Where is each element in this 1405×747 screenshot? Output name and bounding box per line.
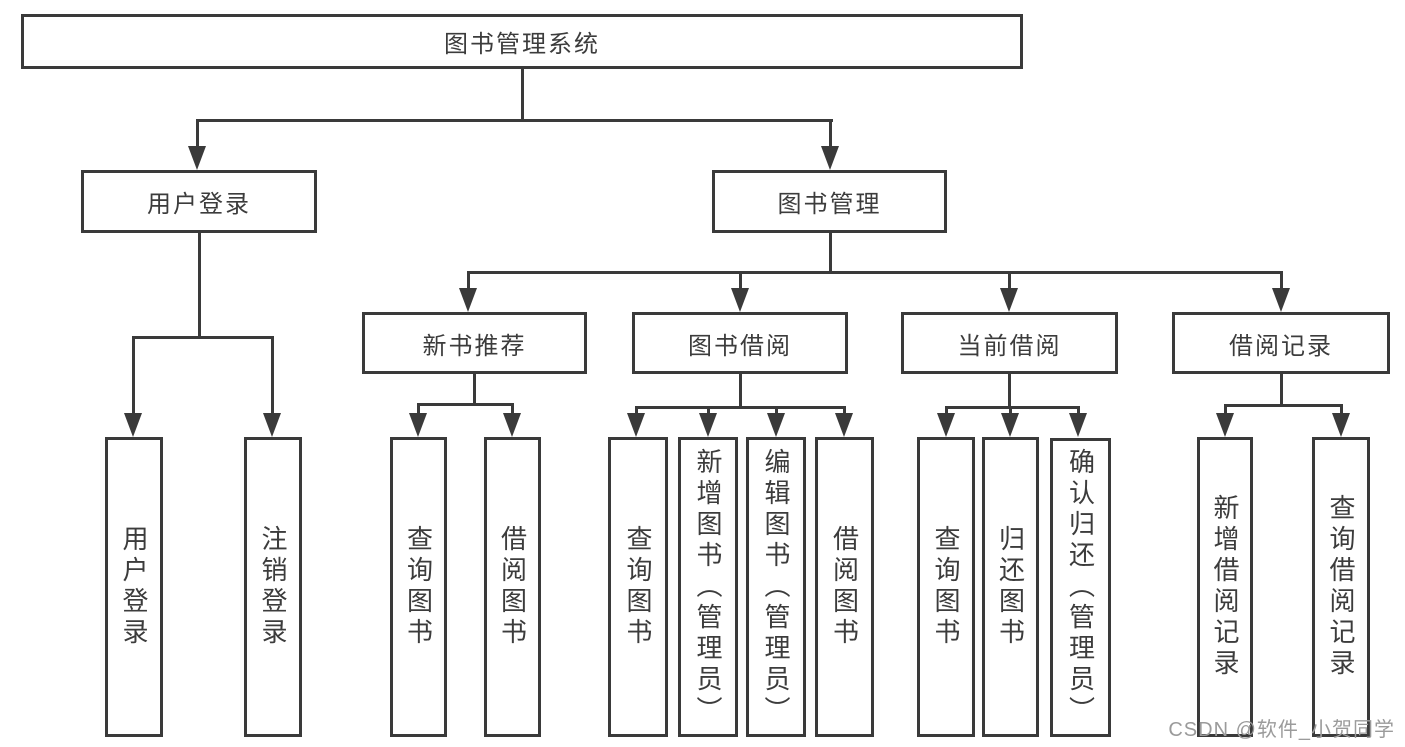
node-borrow-records-label: 借阅记录 [1229,332,1333,360]
arrowhead [627,413,645,437]
arrowhead [731,288,749,312]
connector-borrow-trunk [739,373,742,406]
leaf-label: 编辑图书（管理员） [761,447,791,727]
leaf-add-borrow-record: 新增借阅记录 [1197,437,1253,737]
node-book-borrow: 图书借阅 [632,312,848,374]
leaf-logout: 注销登录 [244,437,302,737]
leaf-label: 新增借阅记录 [1210,494,1240,680]
arrowhead [263,413,281,437]
arrowhead [1216,413,1234,437]
leaf-label: 查询图书 [403,525,434,649]
connector-bookmgmt-trunk [829,233,832,271]
connector-records-branch [1224,404,1343,407]
node-user-login-label: 用户登录 [147,191,251,218]
leaf-borrow-books-recommend: 借阅图书 [484,437,541,737]
leaf-label: 查询图书 [623,525,653,649]
leaf-label: 用户登录 [119,525,149,649]
leaf-add-books-admin: 新增图书（管理员） [678,437,738,737]
leaf-query-books-borrow: 查询图书 [608,437,668,737]
connector-newbook-trunk [473,373,476,403]
leaf-label: 新增图书（管理员） [693,447,723,727]
arrowhead [1000,288,1018,312]
arrowhead [767,413,785,437]
node-user-login: 用户登录 [81,170,317,233]
leaf-query-books-current: 查询图书 [917,437,975,737]
arrowhead [1069,413,1087,437]
leaf-query-borrow-record: 查询借阅记录 [1312,437,1370,737]
connector-borrow-branch [635,406,846,409]
connector-bookmgmt-branch [467,271,1283,274]
csdn-watermark: CSDN @软件_小贺同学 [1168,719,1395,741]
leaf-edit-books-admin: 编辑图书（管理员） [746,437,806,737]
node-book-borrow-label: 图书借阅 [688,332,792,360]
leaf-borrow-books: 借阅图书 [815,437,874,737]
arrowhead [835,413,853,437]
connector-userlogin-branch [132,336,274,339]
node-current-borrow: 当前借阅 [901,312,1118,374]
arrowhead [409,413,427,437]
arrowhead [937,413,955,437]
connector-current-branch [945,406,1080,409]
leaf-label: 查询图书 [931,525,961,649]
node-book-management: 图书管理 [712,170,947,233]
node-root: 图书管理系统 [21,14,1023,69]
leaf-label: 查询借阅记录 [1326,494,1356,680]
node-new-book-recommend-label: 新书推荐 [422,332,527,360]
node-new-book-recommend: 新书推荐 [362,312,587,374]
connector-stem [196,119,199,164]
connector-records-trunk [1280,373,1283,404]
leaf-user-login: 用户登录 [105,437,163,737]
leaf-label: 借阅图书 [497,525,528,649]
connector-stem [271,336,274,431]
connector-newbook-branch [417,403,514,406]
arrowhead [459,288,477,312]
arrowhead [503,413,521,437]
node-root-label: 图书管理系统 [444,31,600,58]
connector-stem [132,336,135,431]
connector-userlogin-trunk [198,233,201,336]
leaf-confirm-return-admin: 确认归还（管理员） [1050,438,1111,737]
arrowhead [821,146,839,170]
connector-current-trunk [1008,373,1011,406]
arrowhead [188,146,206,170]
connector-root-branch [196,119,833,122]
arrowhead [1272,288,1290,312]
arrowhead [1001,413,1019,437]
connector-stem [829,119,832,164]
node-book-management-label: 图书管理 [777,191,882,218]
node-current-borrow-label: 当前借阅 [957,332,1062,360]
arrowhead [699,413,717,437]
leaf-label: 借阅图书 [829,525,860,649]
leaf-query-books-recommend: 查询图书 [390,437,447,737]
node-borrow-records: 借阅记录 [1172,312,1390,374]
connector-root-trunk [521,67,524,119]
arrowhead [124,413,142,437]
leaf-label: 归还图书 [995,525,1026,649]
leaf-return-books: 归还图书 [982,437,1039,737]
leaf-label: 确认归还（管理员） [1065,448,1096,727]
leaf-label: 注销登录 [258,525,288,649]
arrowhead [1332,413,1350,437]
